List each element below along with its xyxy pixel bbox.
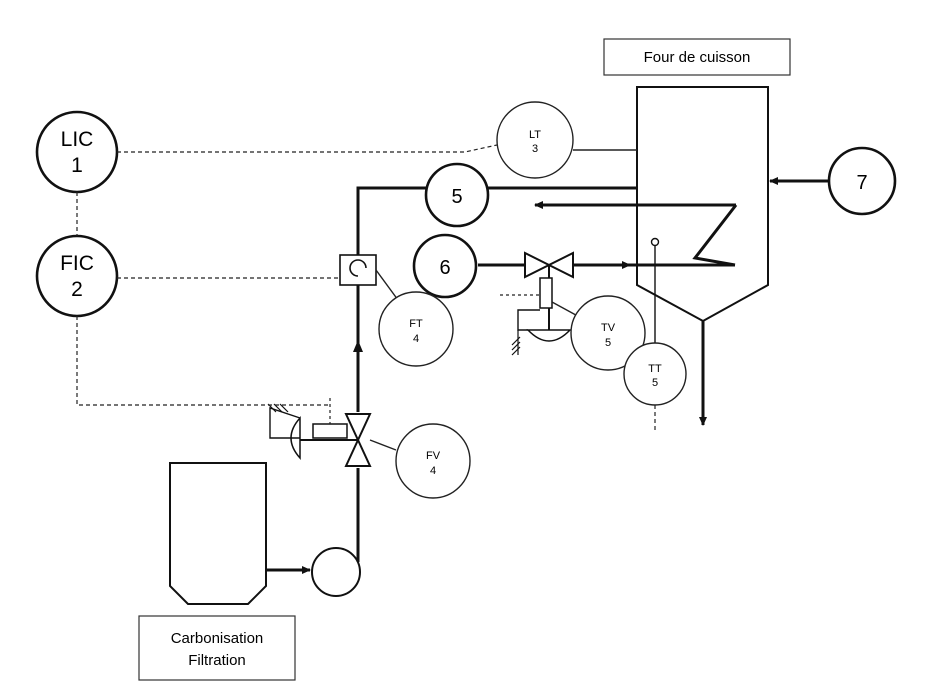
lic1-number: 1 <box>71 154 83 177</box>
lt3-circle <box>496 101 574 179</box>
stream-7-label: 7 <box>856 172 867 194</box>
fv4-leader <box>369 439 397 451</box>
fv4-tag: FV <box>426 450 441 462</box>
stream-5-circle <box>424 162 490 228</box>
tt5-probe <box>650 237 660 345</box>
feed-flow-arrow <box>353 340 363 352</box>
fic2-fv4-signal <box>76 316 330 406</box>
tt5-number: 5 <box>652 377 658 389</box>
tv5-valve-icon <box>500 251 574 356</box>
fic2-circle <box>35 234 119 318</box>
fic2-number: 2 <box>71 278 83 301</box>
source-tank <box>169 462 267 605</box>
lic1-lt3-signal <box>117 144 498 153</box>
source-label-line1: Carbonisation <box>171 630 264 647</box>
feed-line-top <box>356 186 428 255</box>
fv4-valve-icon <box>267 398 372 467</box>
ft4-circle <box>378 291 454 367</box>
stream-6-circle <box>412 233 478 299</box>
fic2-tag: FIC <box>60 252 94 275</box>
pump-icon <box>311 547 361 597</box>
stream-7-circle <box>827 146 897 216</box>
oven-label: Four de cuisson <box>644 49 751 66</box>
oven-label-box: Four de cuisson <box>603 38 791 76</box>
stream-5-label: 5 <box>451 186 462 208</box>
lic1-tag: LIC <box>61 128 94 151</box>
tv5-circle <box>570 295 646 371</box>
fv4-number: 4 <box>430 465 436 477</box>
tv5-tag: TV <box>601 322 616 334</box>
ft4-number: 4 <box>413 333 419 345</box>
lt3-number: 3 <box>532 143 538 155</box>
source-label-box: Carbonisation Filtration <box>138 615 296 681</box>
source-label-line2: Filtration <box>188 652 246 669</box>
tt5-tag: TT <box>648 363 662 375</box>
ft4-sensor-box <box>339 254 377 286</box>
fv4-circle <box>395 423 471 499</box>
lic1-circle <box>35 110 119 194</box>
tv5-number: 5 <box>605 337 611 349</box>
tt5-circle <box>623 342 687 406</box>
ft4-tag: FT <box>409 318 423 330</box>
stream-6-label: 6 <box>439 257 450 279</box>
lt3-tag: LT <box>529 129 541 141</box>
ft4-leader <box>375 269 399 301</box>
heating-coil <box>692 204 738 267</box>
